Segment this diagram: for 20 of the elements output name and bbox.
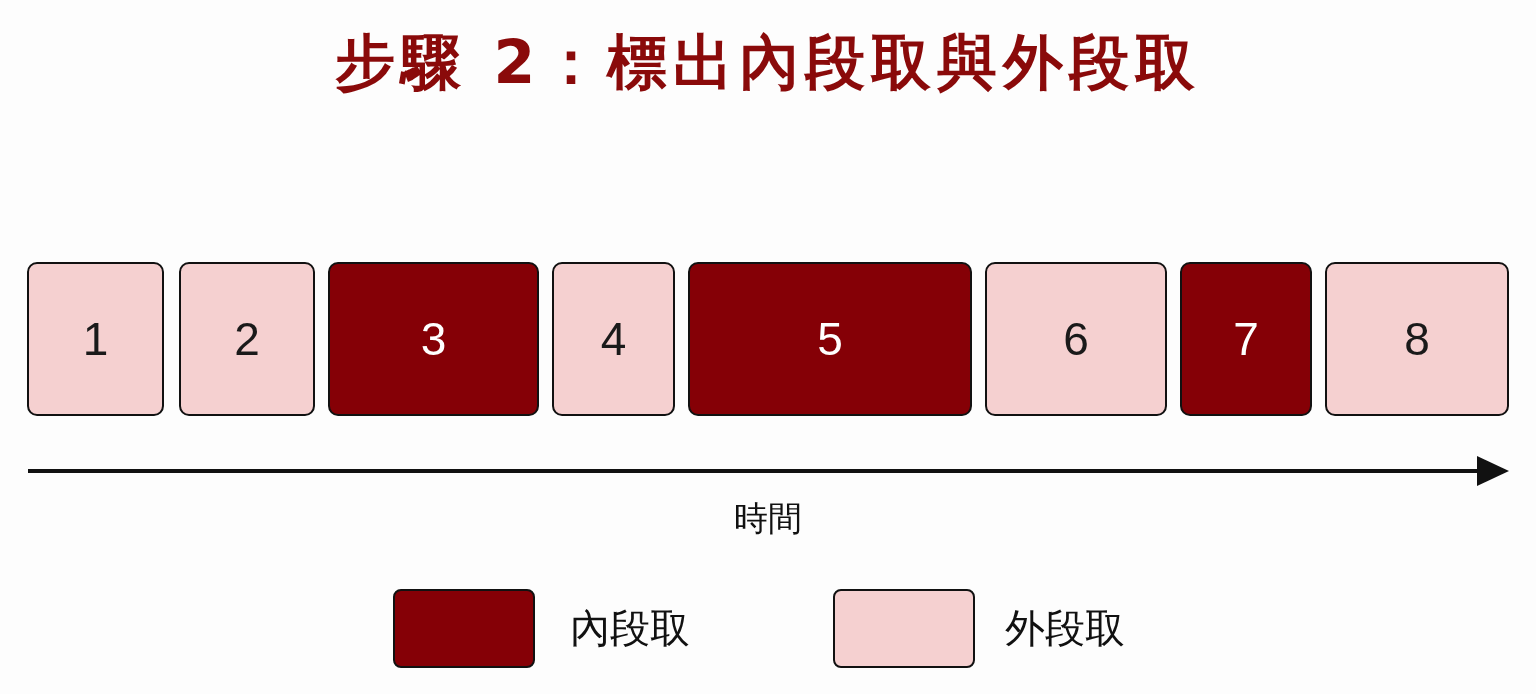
title: 步驟 2：標出內段取與外段取 xyxy=(334,26,1202,99)
outer-step-box xyxy=(985,262,1167,416)
axis-label: 時間 xyxy=(734,498,802,538)
step-number: 3 xyxy=(420,313,447,365)
inner-step-box xyxy=(1180,262,1312,416)
outer-step-box xyxy=(552,262,675,416)
step-number: 1 xyxy=(82,313,109,365)
legend-label: 外段取 xyxy=(1005,604,1125,652)
legend-label: 內段取 xyxy=(570,604,690,652)
outer-step-box xyxy=(27,262,164,416)
step-number: 6 xyxy=(1063,313,1089,365)
step-number: 7 xyxy=(1233,313,1259,365)
step-number: 8 xyxy=(1404,313,1430,365)
inner-step-box xyxy=(688,262,972,416)
outer-step-box xyxy=(179,262,315,416)
step-number: 5 xyxy=(817,313,843,365)
step-number: 2 xyxy=(234,313,260,365)
step-number: 4 xyxy=(600,313,627,365)
inner-step-box xyxy=(328,262,539,416)
outer-step-box xyxy=(1325,262,1509,416)
